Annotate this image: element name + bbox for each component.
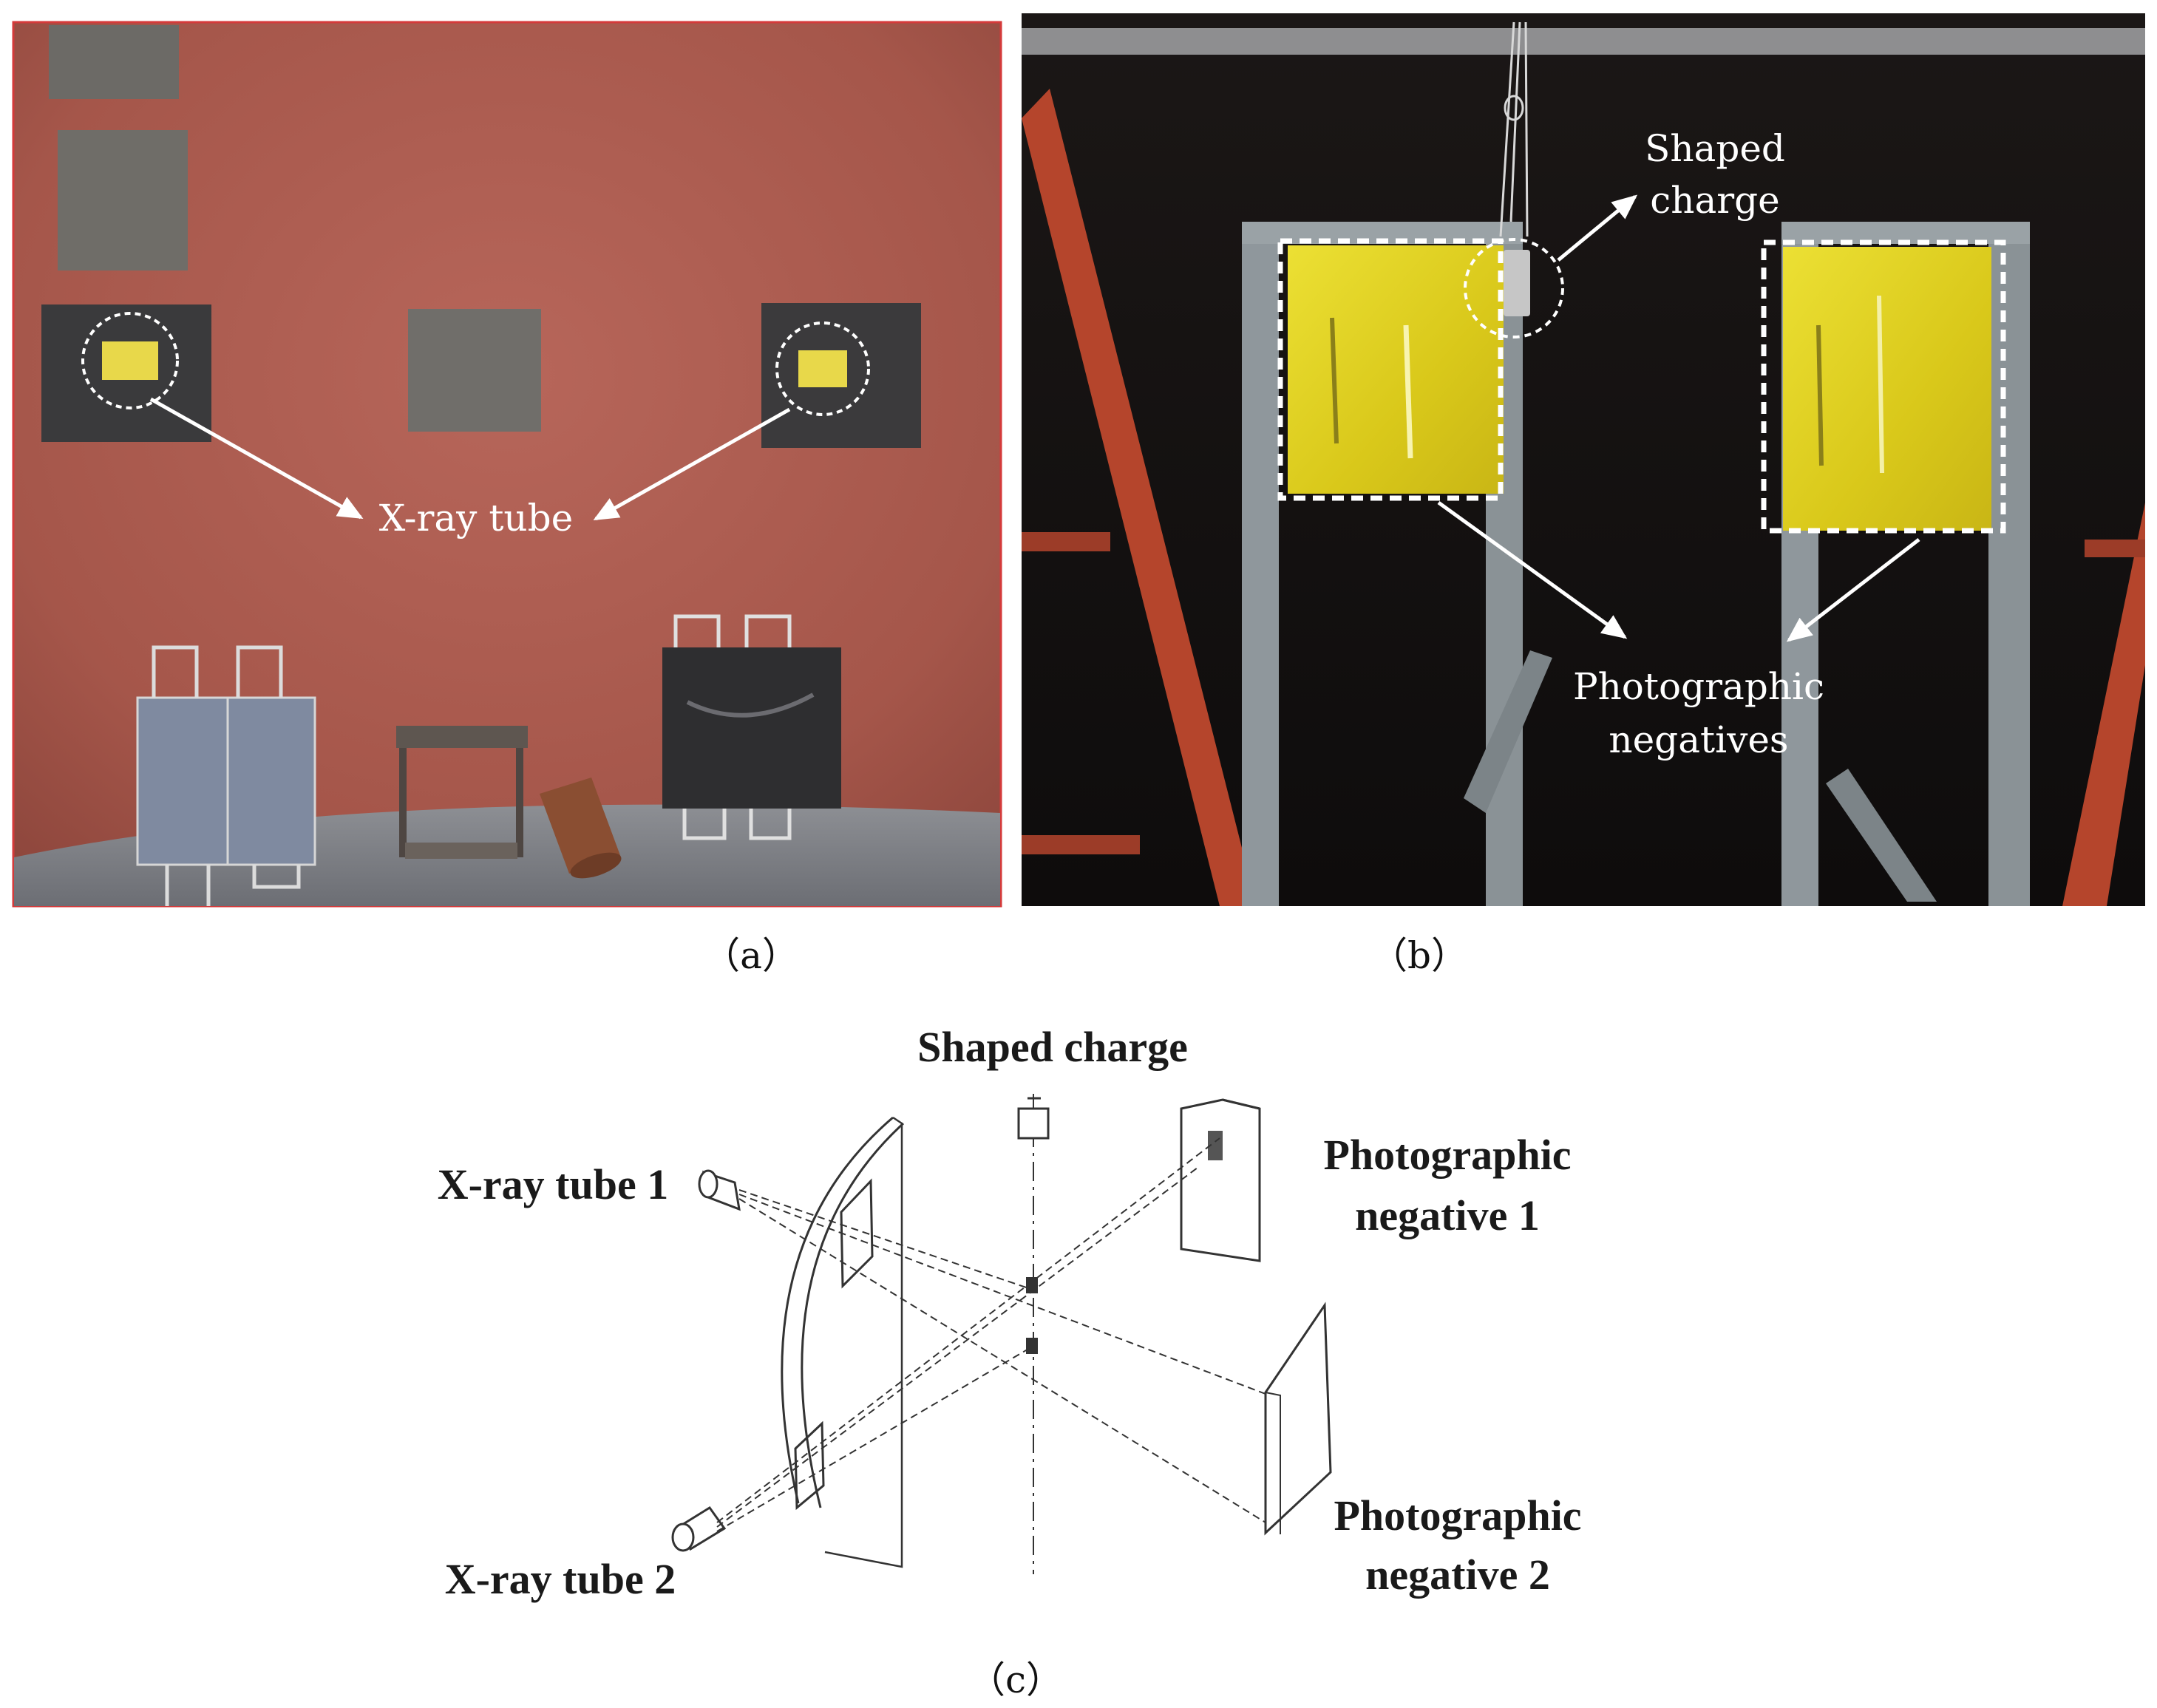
label-c-shaped-charge: Shaped charge [917, 1023, 1188, 1071]
film-mark [1877, 295, 1884, 474]
xray-tube-1-sketch [698, 1169, 741, 1211]
arrow-right [593, 407, 791, 521]
beams-tube-2 [716, 1137, 1220, 1532]
caption-a: （a） [703, 934, 799, 977]
label-c-negative-2-line2: negative 2 [1365, 1551, 1550, 1599]
label-shaped-charge-2: charge [1650, 179, 1780, 222]
curved-wall-inner [781, 1116, 894, 1504]
label-c-xray-tube-2: X-ray tube 2 [445, 1555, 676, 1603]
highlight-box-right [1761, 239, 2006, 534]
overhead-pipe [1022, 28, 2145, 55]
red-frame-left-bar [1022, 532, 1110, 551]
curved-wall-outer [801, 1122, 905, 1508]
film-mark [1816, 324, 1824, 466]
highlight-box-left [1277, 238, 1504, 501]
shaped-charge-object [1504, 250, 1530, 316]
wall-plate [58, 130, 188, 271]
curved-wall-edge [824, 1116, 903, 1568]
floor-stool [396, 726, 528, 859]
highlight-circle-right [775, 321, 870, 416]
caption-b: （b） [1370, 934, 1468, 977]
label-xray-tube: X-ray tube [379, 497, 573, 540]
film-mark [1330, 317, 1339, 444]
arrow-negative-right [1786, 538, 1920, 642]
beams-tube-1 [738, 1189, 1266, 1523]
jet-mark-1 [1026, 1277, 1038, 1293]
hanging-wire [1499, 21, 1529, 237]
negative-1-plate [1180, 1098, 1261, 1262]
label-negatives-2: negatives [1609, 718, 1788, 761]
red-frame-right-bar [2085, 540, 2145, 557]
wire-loop [1504, 95, 1524, 121]
stand-left [1242, 222, 1552, 906]
panel-b-photo: Shaped charge Photographic negatives [1022, 13, 2145, 906]
wall-plate [49, 25, 179, 99]
panel-a-photo: X-ray tube [12, 21, 1002, 908]
arrow-negative-left [1437, 500, 1628, 639]
arrow-left [149, 397, 364, 520]
label-negatives-1: Photographic [1573, 665, 1824, 708]
panel-c-schematic [671, 1094, 1332, 1574]
red-frame-left-bar [1022, 835, 1140, 854]
photographic-negative-right [1783, 247, 1991, 531]
floor-plate-right [662, 614, 841, 840]
caption-c: （c） [968, 1658, 1063, 1701]
negative-2-edge [1265, 1392, 1281, 1534]
label-c-xray-tube-1: X-ray tube 1 [438, 1160, 669, 1208]
xray-tube-2-sketch [671, 1505, 727, 1552]
shaped-charge-sketch [1017, 1107, 1050, 1140]
label-c-negative-2-line1: Photographic [1334, 1491, 1581, 1539]
photographic-negative-left [1288, 245, 1504, 494]
negative-1-edge [1222, 1098, 1260, 1110]
wall-plate [408, 309, 541, 432]
highlight-circle-charge [1464, 238, 1564, 338]
floor-cylinder [540, 778, 622, 879]
label-shaped-charge-1: Shaped [1645, 127, 1785, 170]
floor-plates-left [136, 645, 316, 906]
negative-2-plate [1264, 1302, 1332, 1536]
jet-mark-2 [1026, 1338, 1038, 1354]
label-c-negative-1-line2: negative 1 [1355, 1191, 1540, 1239]
red-frame-right [2062, 503, 2145, 906]
film-mark [1403, 324, 1413, 459]
xray-window-right [798, 350, 847, 387]
label-c-negative-1-line1: Photographic [1323, 1131, 1571, 1179]
xray-window-left [102, 341, 158, 380]
red-frame-left [1022, 89, 1257, 906]
arrow-shaped-charge [1557, 194, 1638, 262]
wall-window-2 [794, 1421, 825, 1511]
highlight-circle-left [81, 312, 179, 409]
